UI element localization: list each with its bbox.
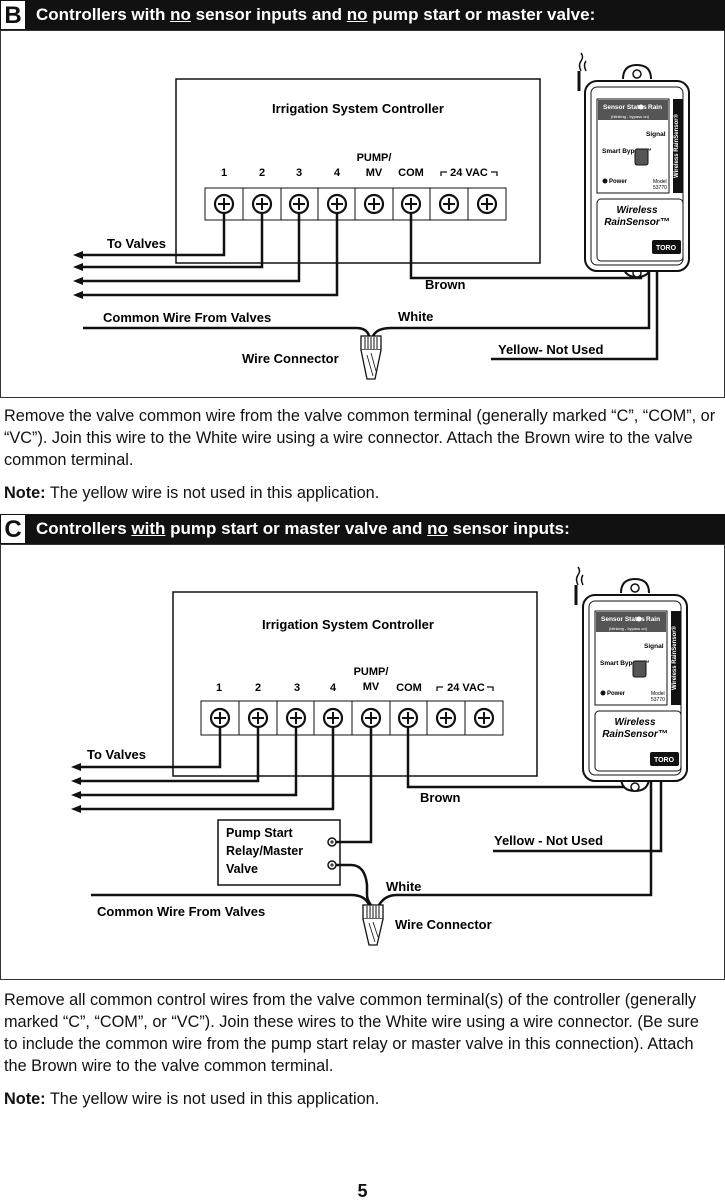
svg-text:Smart Bypass™: Smart Bypass™ xyxy=(600,660,650,667)
terminal-label-4: 4 xyxy=(334,167,341,179)
controller-title: Irrigation System Controller xyxy=(272,101,444,116)
svg-text:Power: Power xyxy=(607,691,626,697)
svg-text:Sensor Status: Sensor Status xyxy=(601,616,645,623)
wire-connector-label: Wire Connector xyxy=(242,351,339,366)
wireless-rain-sensor-receiver: Wireless RainSensor® Sensor Status Rain … xyxy=(574,566,688,793)
common-wire-label: Common Wire From Valves xyxy=(103,310,271,325)
section-b-paragraph: Remove the valve common wire from the va… xyxy=(4,407,716,469)
terminal-strip xyxy=(204,187,507,221)
wiring-diagram-b: Irrigation System Controller 1 2 3 4 PUM… xyxy=(0,30,725,398)
svg-text:(blinking - bypass on): (blinking - bypass on) xyxy=(609,626,648,631)
svg-text:Sensor Status: Sensor Status xyxy=(603,104,647,111)
svg-text:3: 3 xyxy=(294,682,300,694)
svg-text:Rain: Rain xyxy=(648,104,662,111)
brown-label: Brown xyxy=(425,277,466,292)
svg-text:Wireless: Wireless xyxy=(614,717,655,728)
yellow-label: Yellow - Not Used xyxy=(494,833,603,848)
svg-text:Wireless RainSensor®: Wireless RainSensor® xyxy=(673,113,680,178)
to-valves-label: To Valves xyxy=(87,747,146,762)
relay-line-1: Pump Start xyxy=(226,826,294,840)
white-label: White xyxy=(386,879,421,894)
wire-connector-icon xyxy=(360,335,382,380)
svg-text:RainSensor™: RainSensor™ xyxy=(604,217,670,228)
svg-text:53770: 53770 xyxy=(653,185,667,191)
svg-text:Wireless RainSensor®: Wireless RainSensor® xyxy=(671,625,678,690)
svg-text:Model: Model xyxy=(651,691,665,697)
svg-text:1: 1 xyxy=(216,682,222,694)
terminal-label-2: 2 xyxy=(259,167,265,179)
svg-text:TORO: TORO xyxy=(654,757,675,764)
svg-text:24 VAC: 24 VAC xyxy=(447,682,485,694)
svg-text:Rain: Rain xyxy=(646,616,660,623)
pump-start-relay-box xyxy=(217,819,341,886)
svg-text:TORO: TORO xyxy=(656,245,677,252)
wire-connector-icon xyxy=(362,904,384,946)
svg-text:Signal: Signal xyxy=(646,131,666,138)
relay-line-2: Relay/Master xyxy=(226,844,303,858)
svg-text:PUMP/: PUMP/ xyxy=(354,666,389,678)
svg-text:Model: Model xyxy=(653,179,667,185)
relay-line-3: Valve xyxy=(226,862,258,876)
section-c-header: C Controllers with pump start or master … xyxy=(0,514,725,544)
wireless-rain-sensor-receiver: Wireless RainSensor® Sensor Status Rain … xyxy=(577,52,690,279)
svg-text:4: 4 xyxy=(330,682,337,694)
yellow-label: Yellow- Not Used xyxy=(498,342,604,357)
section-c-letter: C xyxy=(0,514,26,544)
svg-text:MV: MV xyxy=(363,681,380,693)
common-wire-label: Common Wire From Valves xyxy=(97,904,265,919)
section-b-letter: B xyxy=(0,0,26,30)
white-label: White xyxy=(398,309,433,324)
section-b-header: B Controllers with no sensor inputs and … xyxy=(0,0,725,30)
svg-text:Wireless: Wireless xyxy=(616,205,657,216)
svg-text:2: 2 xyxy=(255,682,261,694)
wire-connector-label: Wire Connector xyxy=(395,917,492,932)
section-b-note: Note: The yellow wire is not used in thi… xyxy=(4,484,380,502)
svg-text:COM: COM xyxy=(396,682,422,694)
section-c-paragraph: Remove all common control wires from the… xyxy=(4,991,699,1075)
terminal-label-1: 1 xyxy=(221,167,227,179)
section-c-title: Controllers with pump start or master va… xyxy=(36,519,570,538)
svg-text:Power: Power xyxy=(609,179,628,185)
controller-box xyxy=(175,78,541,264)
terminal-label-3: 3 xyxy=(296,167,302,179)
page-number: 5 xyxy=(357,1181,368,1201)
terminal-label-24vac: 24 VAC xyxy=(450,167,488,179)
svg-text:53770: 53770 xyxy=(651,697,665,703)
section-b-title: Controllers with no sensor inputs and no… xyxy=(36,5,596,24)
svg-text:(blinking - bypass on): (blinking - bypass on) xyxy=(611,114,650,119)
brown-label: Brown xyxy=(420,790,461,805)
svg-text:Smart Bypass™: Smart Bypass™ xyxy=(602,148,652,155)
terminal-label-pump: PUMP/ xyxy=(357,152,392,164)
svg-text:Signal: Signal xyxy=(644,643,664,650)
terminal-label-com: COM xyxy=(398,167,424,179)
to-valves-label: To Valves xyxy=(107,236,166,251)
wiring-diagram-c: Irrigation System Controller 1 2 3 4 PUM… xyxy=(0,544,725,980)
controller-title: Irrigation System Controller xyxy=(262,617,434,632)
terminal-label-mv: MV xyxy=(366,167,383,179)
svg-text:RainSensor™: RainSensor™ xyxy=(602,729,668,740)
section-c-note: Note: The yellow wire is not used in thi… xyxy=(4,1090,380,1108)
